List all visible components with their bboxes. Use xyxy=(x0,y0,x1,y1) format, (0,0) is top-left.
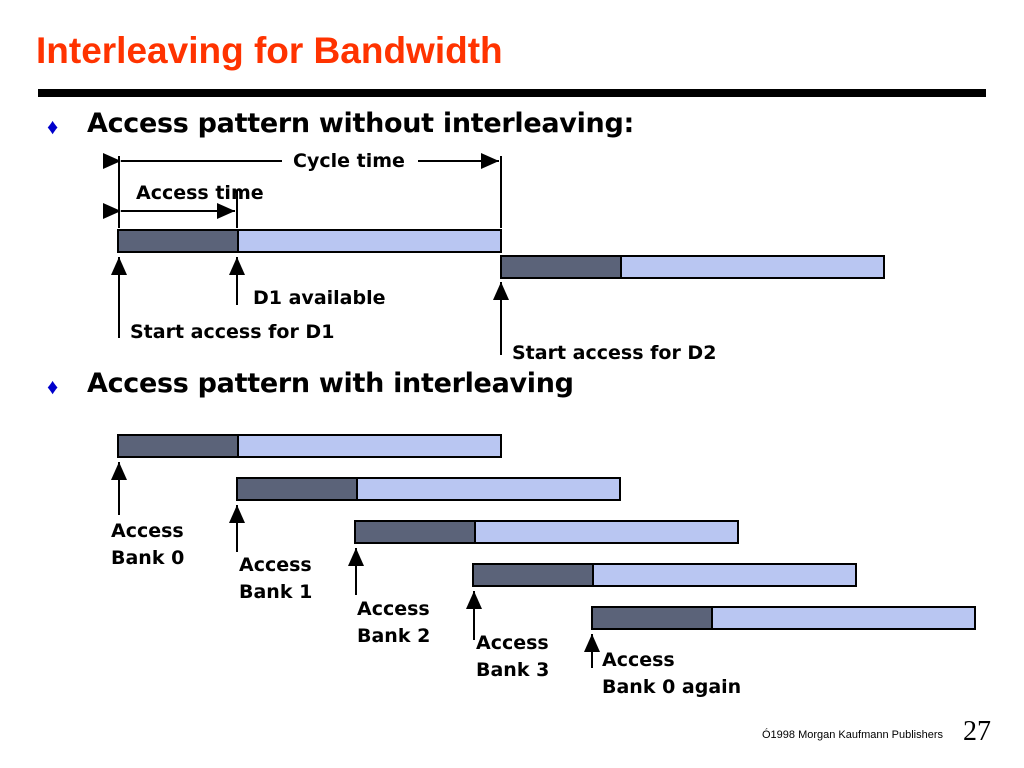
bank0-access-phase xyxy=(119,436,239,456)
bank2-label: Access Bank 2 xyxy=(357,596,430,650)
copyright-footer: Ó1998 Morgan Kaufmann Publishers xyxy=(762,729,943,741)
start-d1-label: Start access for D1 xyxy=(130,321,335,343)
bank0-again-label-line2: Bank 0 again xyxy=(602,676,742,698)
start-d2-label: Start access for D2 xyxy=(512,342,717,364)
bank0-again-label-line1: Access xyxy=(602,649,675,671)
heading-with-interleaving: Access pattern with interleaving xyxy=(87,368,574,399)
bank3-bar xyxy=(472,563,857,587)
bank3-label: Access Bank 3 xyxy=(476,630,549,684)
bank0-bar xyxy=(117,434,502,458)
bank1-label: Access Bank 1 xyxy=(239,552,312,606)
bank0-again-label: Access Bank 0 again xyxy=(602,647,741,701)
page-number: 27 xyxy=(963,716,991,747)
slide-title: Interleaving for Bandwidth xyxy=(36,30,503,71)
diamond-bullet-icon: ♦ xyxy=(47,114,59,139)
cycle-time-label: Cycle time xyxy=(293,150,405,172)
bank2-bar xyxy=(354,520,739,544)
bank3-access-phase xyxy=(474,565,594,585)
d2-access-phase xyxy=(502,257,622,277)
d1-access-bar xyxy=(117,229,502,253)
d1-available-label: D1 available xyxy=(253,287,386,309)
title-rule xyxy=(38,89,986,97)
bank2-access-phase xyxy=(356,522,476,542)
bank1-label-line2: Bank 1 xyxy=(239,581,313,603)
bank2-label-line2: Bank 2 xyxy=(357,625,431,647)
d2-access-bar xyxy=(500,255,885,279)
access-time-label: Access time xyxy=(136,182,264,204)
bank0-label: Access Bank 0 xyxy=(111,518,184,572)
heading-without-interleaving: Access pattern without interleaving: xyxy=(87,108,634,139)
bank0-again-access-phase xyxy=(593,608,713,628)
bank0-again-bar xyxy=(591,606,976,630)
bank3-label-line1: Access xyxy=(476,632,549,654)
bank1-label-line1: Access xyxy=(239,554,312,576)
bank1-bar xyxy=(236,477,621,501)
bank0-label-line1: Access xyxy=(111,520,184,542)
diamond-bullet-icon: ♦ xyxy=(47,374,59,399)
d1-access-phase xyxy=(119,231,239,251)
bank2-label-line1: Access xyxy=(357,598,430,620)
bank0-label-line2: Bank 0 xyxy=(111,547,185,569)
bank3-label-line2: Bank 3 xyxy=(476,659,550,681)
bank1-access-phase xyxy=(238,479,358,499)
